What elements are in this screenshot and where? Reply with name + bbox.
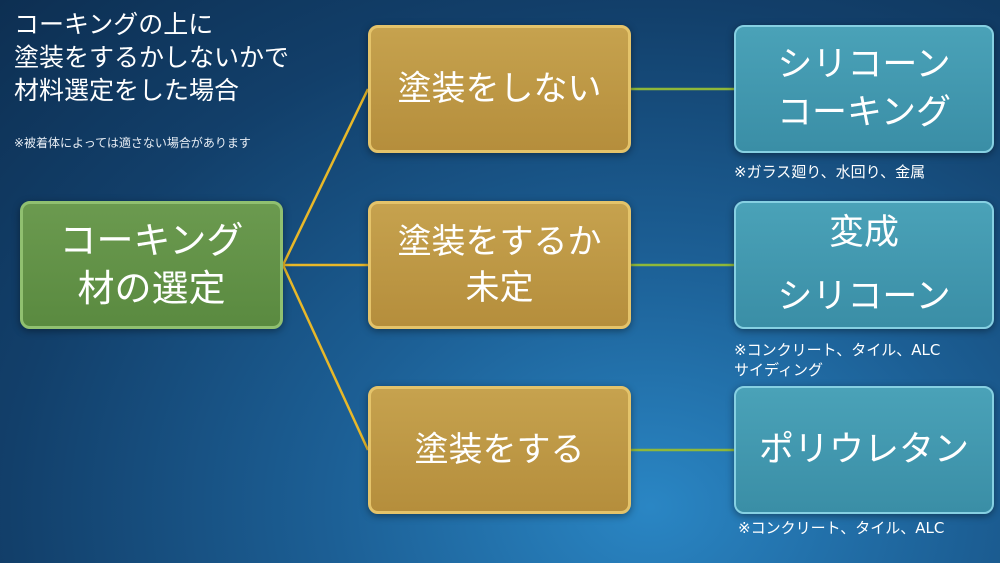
branch-undecided: 塗装をするか 未定: [368, 201, 631, 329]
result-label: ポリウレタン: [758, 430, 969, 470]
connector-root-to-branch-1: [281, 88, 370, 266]
result-label: シリコーン: [777, 45, 951, 85]
connector-root-to-branch-3: [281, 264, 370, 451]
root-node-line: 材の選定: [77, 267, 226, 310]
result-label: 変成: [828, 213, 899, 253]
branch-label: 未定: [465, 268, 534, 308]
result-polyurethane: ポリウレタン: [734, 386, 994, 514]
result-modified-silicone: 変成 シリコーン: [734, 201, 994, 329]
result-label: コーキング: [777, 93, 951, 133]
result-note: ※コンクリート、タイル、ALC: [734, 341, 941, 359]
result-label: シリコーン: [777, 277, 951, 317]
branch-label: 塗装をする: [414, 430, 585, 470]
branch-paint: 塗装をする: [368, 386, 631, 514]
root-node: コーキング 材の選定: [20, 201, 283, 329]
result-note: ※コンクリート、タイル、ALC: [738, 519, 945, 537]
root-node-line: コーキング: [59, 219, 244, 262]
heading-line: 塗装をするかしないかで: [14, 43, 290, 72]
result-silicone-caulking: シリコーン コーキング: [734, 25, 994, 153]
branch-no-paint: 塗装をしない: [368, 25, 631, 153]
heading: コーキングの上に 塗装をするかしないかで 材料選定をした場合: [14, 8, 374, 107]
branch-label: 塗装をしない: [397, 69, 602, 109]
branch-label: 塗装をするか: [397, 222, 602, 262]
result-note: ※ガラス廻り、水回り、金属: [734, 163, 926, 181]
result-note: サイディング: [734, 361, 823, 379]
heading-note: ※被着体によっては適さない場合があります: [14, 136, 251, 150]
heading-line: 材料選定をした場合: [14, 76, 240, 105]
heading-line: コーキングの上に: [14, 10, 214, 39]
